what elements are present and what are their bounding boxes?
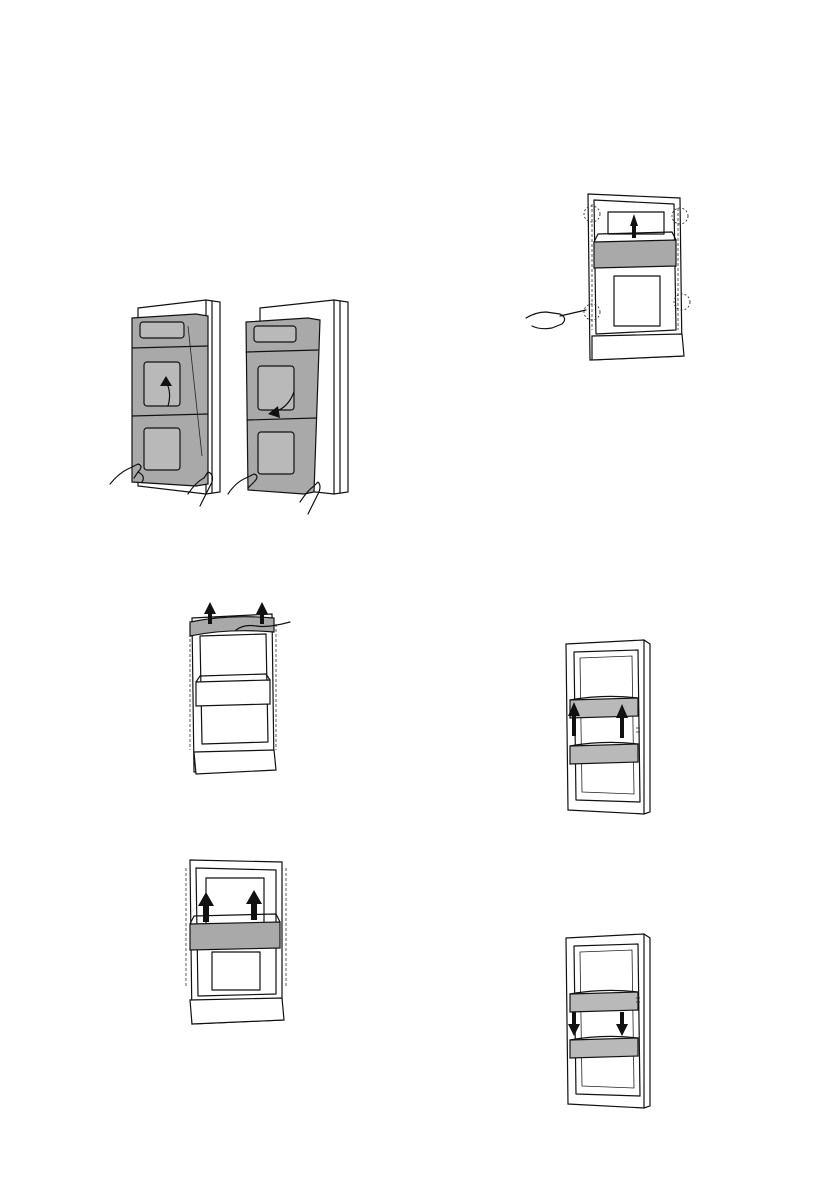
door-cover-rotate-illustration-icon: [108, 296, 358, 514]
door-basket-removal-screwdriver-illustration-icon: [522, 190, 702, 370]
figure-top-cover-lift: [178, 600, 308, 775]
door-basket-lift-illustration-icon: [178, 858, 308, 1028]
door-shelf-down-illustration-icon: [554, 932, 664, 1112]
top-cover-lift-illustration-icon: [178, 600, 308, 775]
page-bottom-edge: [20, 1180, 820, 1188]
figure-door-shelf-up: [554, 638, 664, 818]
figure-door-basket-screwdriver: [522, 190, 702, 370]
figure-door-cover-rotate: [108, 296, 358, 514]
figure-door-basket-lift: [178, 858, 308, 1028]
door-shelf-up-illustration-icon: [554, 638, 664, 818]
figure-door-shelf-down: [554, 932, 664, 1112]
